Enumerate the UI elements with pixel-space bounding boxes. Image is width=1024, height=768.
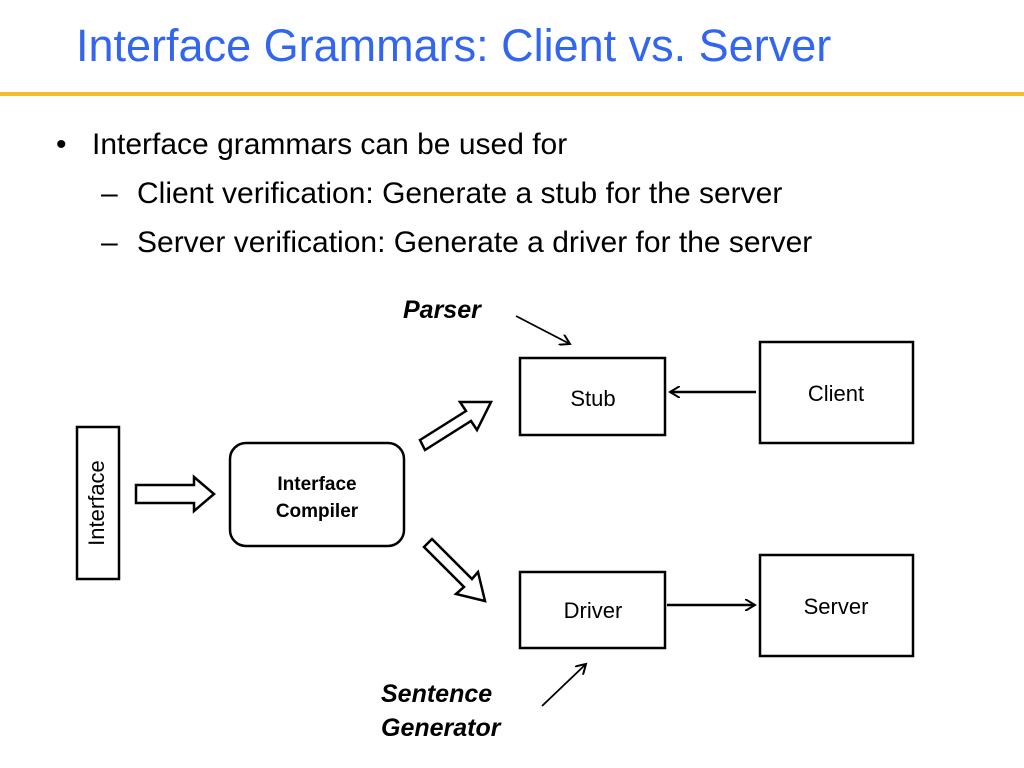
sentence-generator-label-line1: Sentence [381, 680, 492, 708]
sub-bullet-text: Client verification: Generate a stub for… [137, 177, 783, 210]
sub-bullet-item: –Client verification: Generate a stub fo… [101, 176, 782, 212]
stub-box: Stub [518, 356, 667, 437]
sentence-generator-pointer-arrow [541, 664, 586, 707]
client-box: Client [758, 340, 915, 445]
interface-label: Interface [84, 460, 109, 546]
sentence-generator-label-line2: Generator [381, 714, 502, 742]
sub-bullet-text: Server verification: Generate a driver f… [137, 226, 813, 259]
interface-box: Interface [75, 425, 121, 581]
bullet-marker: • [56, 128, 67, 161]
parser-pointer-arrow [515, 315, 570, 344]
driver-box: Driver [518, 570, 667, 650]
compiler-label-line2: Compiler [276, 501, 359, 522]
slide-title: Interface Grammars: Client vs. Server [76, 20, 832, 71]
parser-label: Parser [403, 296, 482, 324]
block-arrow-to-driver [422, 537, 487, 603]
sub-bullet-marker: – [101, 226, 118, 259]
sub-bullet-item: –Server verification: Generate a driver … [101, 225, 812, 261]
driver-label: Driver [564, 598, 623, 623]
client-label: Client [808, 381, 864, 406]
block-arrow-to-compiler [134, 474, 216, 514]
interface-compiler-box: Interface Compiler [228, 441, 406, 548]
compiler-label-line1: Interface [277, 474, 356, 495]
server-box: Server [758, 553, 915, 658]
title-divider [0, 92, 1024, 96]
bullet-text: Interface grammars can be used for [92, 128, 568, 161]
block-arrow-to-stub [418, 400, 494, 452]
sub-bullet-marker: – [101, 177, 118, 210]
server-label: Server [804, 594, 869, 619]
stub-label: Stub [570, 386, 615, 411]
bullet-item: • Interface grammars can be used for [56, 127, 567, 163]
